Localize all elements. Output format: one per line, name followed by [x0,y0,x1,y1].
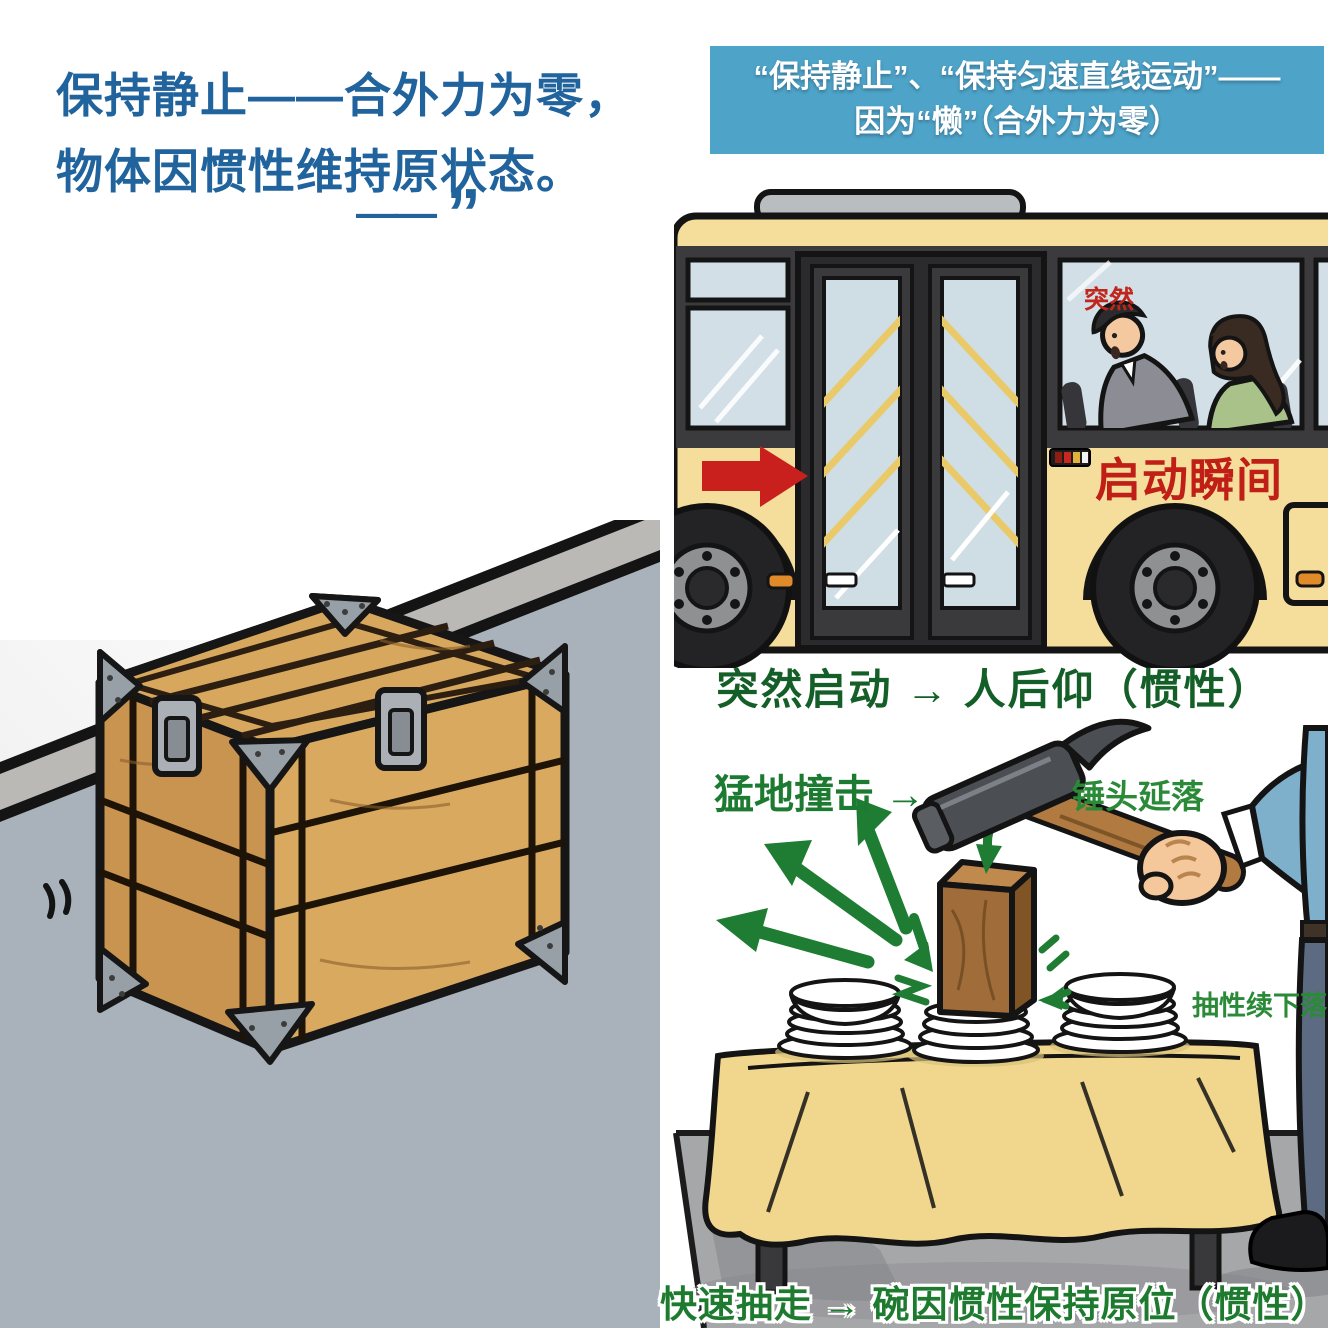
person-torso [1299,725,1328,935]
shoe-shadow [1215,1266,1328,1298]
bus-caption: 突然启动 → 人后仰（惯性） [716,666,1272,713]
wooden-block [937,859,1037,1019]
sudden-label: 突然 [1084,286,1135,314]
marker-light [1295,570,1325,588]
door-glass-left [822,276,902,610]
table-shadow [690,1262,1290,1322]
impact-label: 猛地撞击 → [714,773,926,817]
door [795,251,1047,651]
passenger-man [1091,300,1196,428]
close-quote-icon: ” [446,174,481,252]
tablecloth [702,1038,1283,1248]
rear-window [1313,257,1328,431]
plate-stack-right [1050,972,1190,1057]
door-handle [824,572,858,588]
plate-stack-left [775,978,915,1063]
passenger-window [1057,257,1305,431]
shoe [1248,1209,1328,1272]
acceleration-arrow-icon [702,446,808,507]
bowls-label: 抽性续下落 [1192,991,1327,1021]
cloth-folds [766,1077,1236,1213]
banner-line-2: 因为“懒”（合外力为零） [854,104,1180,139]
luggage-hatch [1283,502,1328,606]
start-moment-label: 启动瞬间 [1095,454,1283,506]
rear-wheel [1083,503,1267,668]
headline-line-2: 物体因惯性维持原状态。 [56,145,584,198]
attribution: —— ” [356,174,481,252]
hammer-head-label: 锤头延落 [1072,778,1204,815]
plate-stack-middle [908,1000,1044,1067]
hammer-table-illustration [673,718,1328,1328]
bus-illustration [660,170,1328,668]
attribution-dash: —— [356,189,437,236]
front-wheel [660,503,799,668]
front-window [685,257,791,431]
door-handle [942,572,976,588]
headline: 保持静止——合外力为零， 物体因惯性维持原状态。 [56,58,666,210]
marker-light [766,572,796,590]
banner-line-1: “保持静止”、“保持匀速直线运动”—— [753,59,1281,94]
hand [1137,830,1227,906]
crate-floor-illustration [0,520,660,1328]
banner: “保持静止”、“保持匀速直线运动”—— 因为“懒”（合外力为零） [710,46,1324,154]
destination-indicator [1049,448,1091,467]
passenger-woman [1205,314,1295,428]
headline-line-1: 保持静止——合外力为零， [56,69,632,122]
table-caption: 快速抽走 → 碗因惯性保持原位（惯性） [660,1284,1328,1325]
